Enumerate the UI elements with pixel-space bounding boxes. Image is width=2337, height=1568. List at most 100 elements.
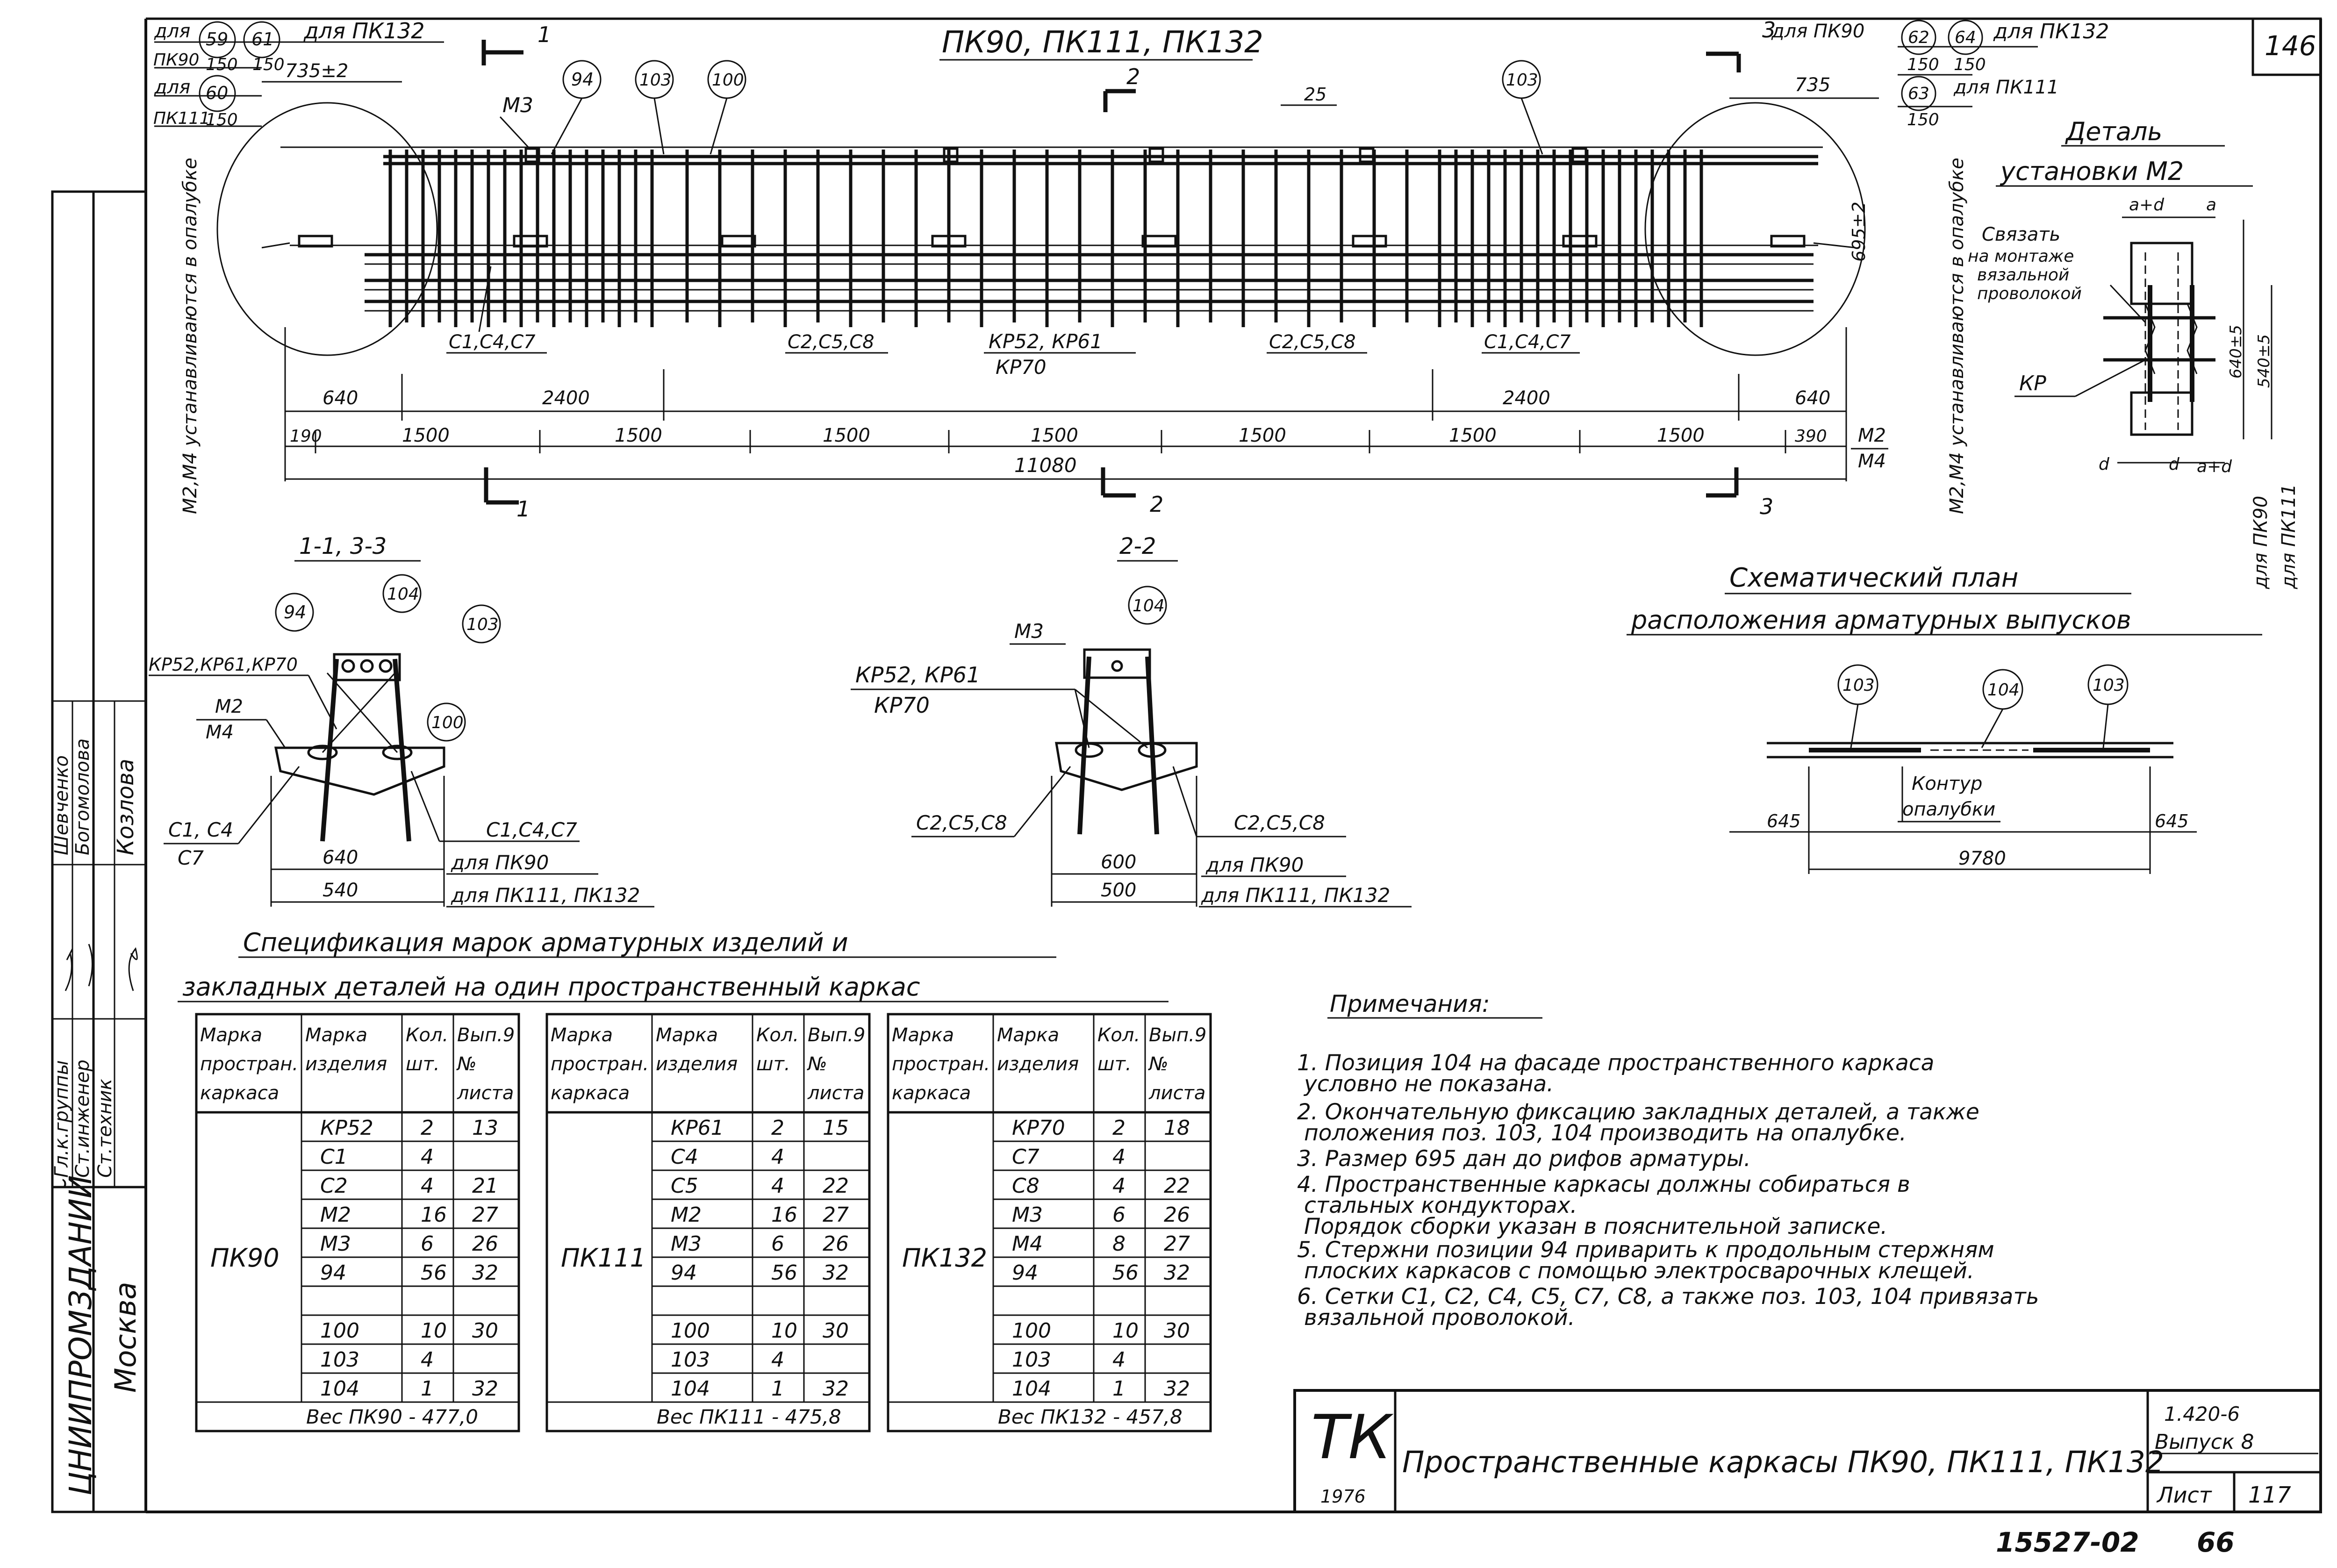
detail-for-pk111: для ПК111 bbox=[2278, 484, 2300, 589]
side-name-3: Козлова bbox=[113, 759, 139, 855]
spec-cell-2-0-2: 18 bbox=[1164, 1116, 1190, 1140]
sec22-for-pk90: для ПК90 bbox=[1205, 853, 1304, 876]
spec-cell-0-2-0: С2 bbox=[320, 1174, 348, 1198]
spec-cell-1-3-2: 27 bbox=[823, 1203, 849, 1227]
spec-weight-0: Вес ПК90 - 477,0 bbox=[306, 1405, 478, 1428]
spec-cell-2-5-0: 94 bbox=[1012, 1261, 1038, 1285]
detail-tie-1: на монтаже bbox=[1968, 247, 2074, 266]
dim-top-3: 640 bbox=[1795, 387, 1830, 409]
spec-table-0: Маркапростран.каркасаМаркаизделияКол.шт.… bbox=[195, 1013, 520, 1432]
tl-60: 60 bbox=[206, 83, 228, 103]
elev-c147-right: С1,С4,С7 bbox=[1484, 331, 1571, 353]
stamp-series: 1.420-6 bbox=[2164, 1403, 2240, 1425]
spec-cell-1-2-0: С5 bbox=[671, 1174, 698, 1198]
spec-cell-2-7-1: 10 bbox=[1112, 1319, 1139, 1343]
spec-cell-0-7-0: 100 bbox=[320, 1319, 359, 1343]
detail-640: 640±5 bbox=[2227, 325, 2245, 379]
cut-3-bottom: 3 bbox=[1760, 494, 1773, 519]
sec11-for-pk90: для ПК90 bbox=[451, 851, 549, 874]
elev-pos-100: 100 bbox=[712, 71, 744, 90]
spec-frame-2: ПК132 bbox=[902, 1243, 987, 1273]
spec-cell-0-5-2: 32 bbox=[472, 1261, 498, 1285]
side-role-2: Ст.инженер bbox=[72, 1060, 93, 1178]
elev-c147-left: С1,С4,С7 bbox=[449, 331, 536, 353]
spec-cell-1-7-0: 100 bbox=[671, 1319, 710, 1343]
tr-735: 735 bbox=[1795, 74, 1830, 96]
spec-header-2-3: Вып.9 bbox=[1149, 1024, 1206, 1046]
spec-cell-1-0-2: 15 bbox=[823, 1116, 849, 1140]
tr-150-b: 150 bbox=[1954, 55, 1986, 74]
elev-c258-left: С2,С5,С8 bbox=[788, 331, 875, 353]
spec-cell-2-5-1: 56 bbox=[1112, 1261, 1139, 1285]
plan-pos-103a: 103 bbox=[1842, 676, 1875, 695]
section-1-1: 1-1, 3-3 94 104 103 100 КР52,КР61,КР70 М… bbox=[149, 533, 654, 908]
tr-150-a: 150 bbox=[1907, 55, 1939, 74]
spec-cell-0-1-1: 4 bbox=[421, 1145, 434, 1169]
sec11-kr: КР52,КР61,КР70 bbox=[149, 654, 298, 675]
spec-cell-2-5-2: 32 bbox=[1164, 1261, 1190, 1285]
spec-cell-1-9-1: 1 bbox=[771, 1377, 784, 1401]
spec-cell-1-9-0: 104 bbox=[671, 1377, 710, 1401]
spec-header-1-3: листа bbox=[807, 1082, 864, 1104]
spec-cell-0-8-1: 4 bbox=[421, 1348, 434, 1372]
side-org-name: ЦНИИПРОМЗДАНИЙ bbox=[62, 1175, 99, 1496]
spec-cell-1-0-0: КР61 bbox=[671, 1116, 724, 1140]
side-name-1: Шевченко bbox=[51, 755, 72, 855]
sec11-pos-104: 104 bbox=[387, 585, 419, 604]
spec-cell-0-1-0: С1 bbox=[320, 1145, 348, 1169]
tr-62: 62 bbox=[1908, 28, 1929, 47]
tl-pk90: ПК90 bbox=[153, 50, 199, 70]
spec-table-2: Маркапростран.каркасаМаркаизделияКол.шт.… bbox=[887, 1013, 1212, 1432]
spec-header-0-3: листа bbox=[457, 1082, 514, 1104]
spec-cell-2-0-0: КР70 bbox=[1012, 1116, 1065, 1140]
spec-cell-2-3-1: 6 bbox=[1112, 1203, 1125, 1227]
plan-title-2: расположения арматурных выпусков bbox=[1631, 605, 2131, 635]
spec-header-2-1: изделия bbox=[997, 1053, 1079, 1075]
side-signatures bbox=[65, 944, 138, 991]
sec11-c7: С7 bbox=[178, 846, 204, 869]
spec-cell-2-4-0: М4 bbox=[1012, 1232, 1043, 1256]
plan-pos-104: 104 bbox=[1987, 680, 2020, 700]
elev-left-vertical-note: М2,М4 устанавливаются в опалубке bbox=[179, 158, 201, 514]
elev-m2-right: М2 bbox=[1858, 425, 1886, 446]
cut-2-top: 2 bbox=[1126, 64, 1140, 89]
stamp-issue: Выпуск 8 bbox=[2155, 1430, 2254, 1454]
spec-cell-0-5-1: 56 bbox=[421, 1261, 447, 1285]
spec-cell-1-5-2: 32 bbox=[823, 1261, 849, 1285]
detail-for-pk90: для ПК90 bbox=[2250, 496, 2272, 589]
spec-cell-0-3-1: 16 bbox=[421, 1203, 447, 1227]
main-title: ПК90, ПК111, ПК132 bbox=[942, 25, 1263, 60]
sec22-c258-left: С2,С5,С8 bbox=[916, 811, 1007, 834]
spec-cell-2-8-0: 103 bbox=[1012, 1348, 1051, 1372]
spec-cell-2-0-1: 2 bbox=[1112, 1116, 1125, 1140]
tr-for-pk111: для ПК111 bbox=[1953, 77, 2059, 98]
elev-pos-103b: 103 bbox=[1506, 71, 1538, 90]
tr-for-pk90: для ПК90 bbox=[1771, 21, 1864, 42]
sec22-500: 500 bbox=[1101, 880, 1136, 901]
spec-header-0-0: каркаса bbox=[200, 1082, 279, 1104]
spec-table-1: Маркапростран.каркасаМаркаизделияКол.шт.… bbox=[545, 1013, 871, 1432]
note-line-10: 6. Сетки С1, С2, С4, С5, С7, С8, а также… bbox=[1297, 1284, 2039, 1310]
spec-title-1: Спецификация марок арматурных изделий и bbox=[243, 928, 848, 957]
spec-cell-2-7-0: 100 bbox=[1012, 1319, 1051, 1343]
spec-cell-1-7-2: 30 bbox=[823, 1319, 849, 1343]
spec-header-1-1: Марка bbox=[656, 1024, 718, 1046]
tr-63: 63 bbox=[1908, 84, 1929, 103]
detail-tie-2: вязальной bbox=[1977, 265, 2069, 285]
stirrup-bars bbox=[388, 150, 1703, 327]
spec-cell-0-9-0: 104 bbox=[320, 1377, 359, 1401]
spec-cell-2-1-0: С7 bbox=[1012, 1145, 1039, 1169]
sec11-pos-103: 103 bbox=[466, 615, 499, 634]
spec-cell-2-9-0: 104 bbox=[1012, 1377, 1051, 1401]
note-line-4: 3. Размер 695 дан до рифов арматуры. bbox=[1297, 1146, 1751, 1172]
spec-header-2-2: шт. bbox=[1097, 1053, 1132, 1075]
dim-mid-4: 1500 bbox=[1031, 425, 1078, 446]
spec-cell-1-4-0: М3 bbox=[671, 1232, 702, 1256]
tl-for-1: для bbox=[154, 21, 190, 42]
sec11-c14: С1, С4 bbox=[168, 818, 233, 841]
spec-cell-0-2-1: 4 bbox=[421, 1174, 434, 1198]
spec-cell-2-4-1: 8 bbox=[1112, 1232, 1125, 1256]
spec-header-0-0: простран. bbox=[200, 1053, 298, 1075]
sec22-m3: М3 bbox=[1014, 620, 1044, 643]
note-line-1: условно не показана. bbox=[1303, 1071, 1554, 1097]
